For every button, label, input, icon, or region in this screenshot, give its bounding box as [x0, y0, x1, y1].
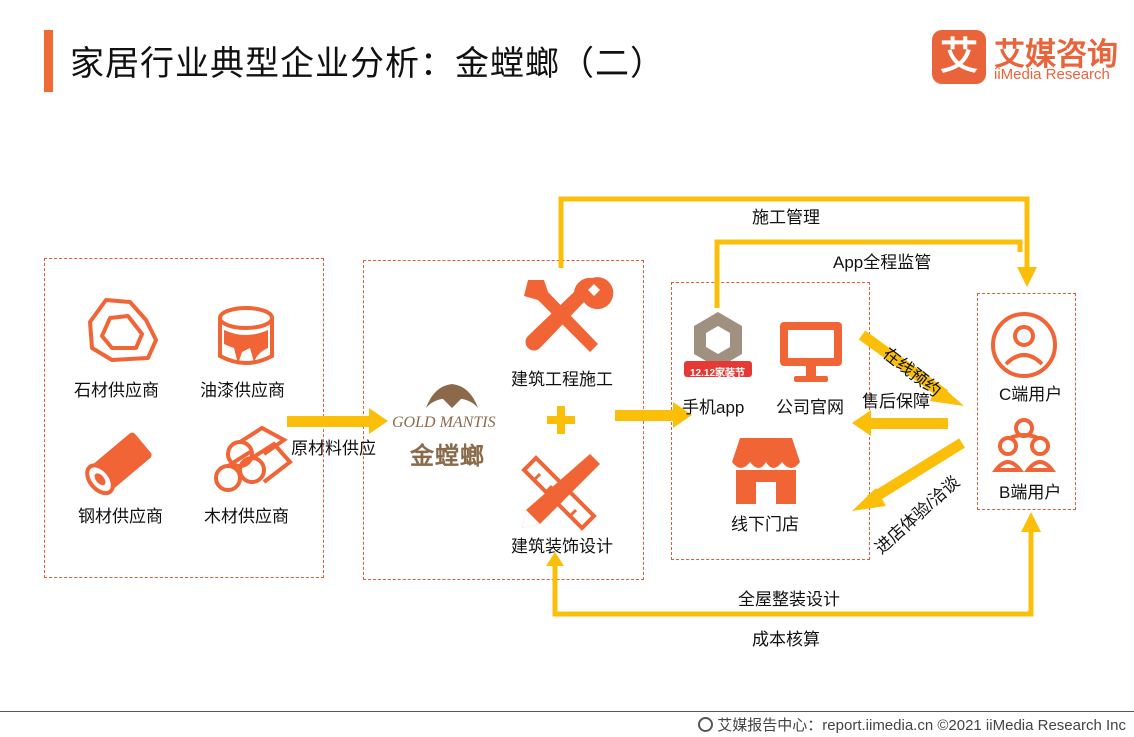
app-monitor-line [714, 239, 1023, 308]
steel-pipe-icon [85, 432, 152, 496]
offline-store-label: 线下门店 [731, 515, 799, 534]
monitor-icon [780, 322, 842, 382]
company-to-channels-arrow [615, 402, 692, 428]
users-group [977, 293, 1076, 510]
after-sales-arrow [852, 410, 948, 436]
construction-label: 建筑工程施工 [511, 370, 613, 389]
gold-mantis-logo-cn: 金螳螂 [410, 443, 485, 470]
company-website-label: 公司官网 [776, 398, 844, 417]
brand-name-cn: 艾媒咨询 [994, 37, 1118, 72]
c-user-icon [991, 312, 1057, 378]
steel-supplier-label: 钢材供应商 [78, 507, 163, 526]
iimedia-logo-icon: 艾 [932, 30, 986, 84]
paint-supplier-label: 油漆供应商 [200, 381, 285, 400]
b-user-label: B端用户 [999, 483, 1062, 502]
wood-logs-icon [214, 425, 293, 492]
footer-source: 艾媒报告中心：report.iimedia.cn ©2021 iiMedia R… [698, 714, 1126, 735]
stone-icon [88, 298, 158, 362]
brand-name-en: iiMedia Research [994, 66, 1110, 83]
decoration-design-label: 建筑装饰设计 [511, 537, 613, 556]
gold-mantis-logo-icon [426, 384, 478, 408]
b-users-icon [991, 418, 1057, 472]
raw-material-arrow [287, 408, 388, 434]
app-cube-icon [684, 312, 752, 377]
plus-icon [547, 406, 575, 434]
pencil-ruler-icon [521, 454, 600, 531]
construction-mgmt-label: 施工管理 [752, 208, 820, 227]
whole-house-design-arrow [552, 512, 1041, 617]
mobile-app-label: 手机app [682, 398, 745, 417]
construction-mgmt-arrow [558, 196, 1037, 287]
storefront-icon [732, 438, 800, 504]
globe-icon [698, 717, 714, 732]
footer-source-text: 艾媒报告中心：report.iimedia.cn ©2021 iiMedia R… [717, 717, 1126, 734]
gold-mantis-logo-en: GOLD MANTIS [392, 414, 496, 431]
whole-house-design-label: 全屋整装设计 [738, 590, 840, 609]
paint-bucket-icon [218, 306, 274, 365]
c-user-label: C端用户 [999, 385, 1063, 404]
store-visit-arrow [852, 438, 965, 511]
wood-supplier-label: 木材供应商 [204, 507, 289, 526]
after-sales-label: 售后保障 [862, 392, 930, 411]
stone-supplier-label: 石材供应商 [74, 381, 159, 400]
title-accent-bar [44, 30, 53, 92]
app-badge-text: 12.12家装节 [690, 368, 746, 379]
wrench-screwdriver-icon [524, 277, 614, 352]
cost-accounting-label: 成本核算 [752, 630, 820, 649]
whole-house-arrowhead-left [546, 552, 564, 566]
app-monitor-label: App全程监管 [833, 253, 932, 272]
page-title: 家居行业典型企业分析：金螳螂（二） [70, 45, 665, 83]
footer-divider [0, 711, 1134, 712]
online-booking-arrow [858, 330, 964, 406]
raw-material-label: 原材料供应 [291, 439, 376, 458]
